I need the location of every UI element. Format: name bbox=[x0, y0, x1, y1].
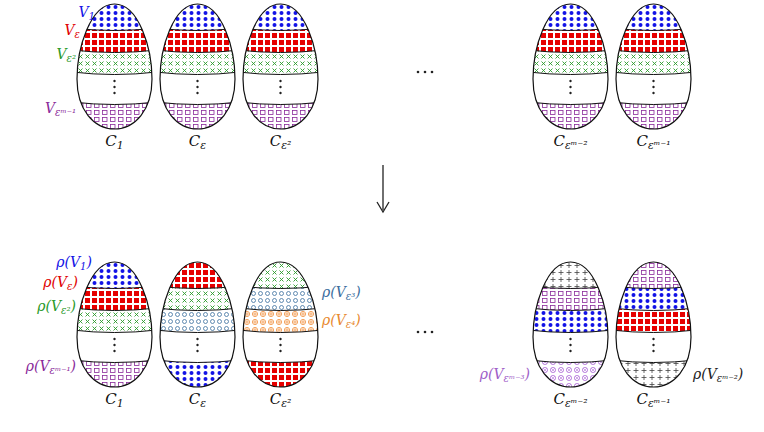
subset-label: ρ(Vε³) bbox=[322, 284, 361, 303]
egg-shape bbox=[160, 4, 235, 129]
egg-cell: Cεᵐ⁻² bbox=[533, 262, 608, 412]
cell-label: Cεᵐ⁻² bbox=[513, 132, 628, 152]
subset-label: ρ(Vεᵐ⁻¹) bbox=[26, 358, 76, 377]
map-arrow bbox=[377, 165, 389, 212]
egg-shape bbox=[243, 4, 318, 129]
egg-shape bbox=[533, 4, 608, 129]
subset-label: Vε² bbox=[56, 46, 76, 65]
egg-cell: Cεᵐ⁻² bbox=[533, 4, 608, 154]
egg-cell: Cεᵐ⁻¹ bbox=[616, 4, 691, 154]
cell-label: C1 bbox=[57, 132, 172, 152]
subset-label: ρ(Vε²) bbox=[37, 298, 76, 317]
subscript: 1 bbox=[89, 11, 95, 22]
subset-label: ρ(Vε) bbox=[43, 274, 78, 293]
cell-label: Cεᵐ⁻¹ bbox=[596, 390, 711, 410]
egg-cell: Cεᵐ⁻¹ bbox=[616, 262, 691, 412]
cell-label: Cε² bbox=[223, 132, 338, 152]
subset-label: Vε bbox=[64, 22, 80, 41]
subset-label: ρ(Vεᵐ⁻²) bbox=[693, 366, 743, 385]
subscript: εᵐ⁻² bbox=[565, 139, 587, 152]
subscript: ε bbox=[200, 139, 206, 152]
subscript: εᵐ⁻¹ bbox=[55, 107, 76, 118]
subscript: εᵐ⁻¹ bbox=[50, 365, 71, 376]
subscript: ε³ bbox=[346, 291, 355, 302]
egg-cell: C1 bbox=[77, 4, 152, 154]
egg-shape bbox=[533, 262, 608, 387]
egg-cell: Cε² bbox=[243, 4, 318, 154]
egg-shape bbox=[77, 4, 152, 129]
subset-label: ρ(Vεᵐ⁻³) bbox=[480, 366, 530, 385]
cell-label: Cε bbox=[140, 390, 255, 410]
subscript: ε bbox=[200, 397, 206, 410]
cell-label: Cε² bbox=[223, 390, 338, 410]
subscript: 1 bbox=[117, 397, 124, 410]
egg-cell: Cε bbox=[160, 4, 235, 154]
subscript: εᵐ⁻¹ bbox=[648, 397, 670, 410]
subset-label: Vεᵐ⁻¹ bbox=[45, 100, 76, 119]
egg-shape bbox=[616, 4, 691, 129]
egg-cell: C1 bbox=[77, 262, 152, 412]
subscript: ε² bbox=[281, 139, 291, 152]
subset-label: V1 bbox=[78, 4, 95, 23]
egg-shape bbox=[160, 262, 235, 387]
egg-cell: Cε² bbox=[243, 262, 318, 412]
ellipsis-dots bbox=[417, 71, 434, 334]
subscript: ε² bbox=[281, 397, 291, 410]
subscript: ε bbox=[67, 281, 72, 292]
subscript: εᵐ⁻³ bbox=[504, 373, 525, 384]
cell-label: Cεᵐ⁻¹ bbox=[596, 132, 711, 152]
subscript: 1 bbox=[117, 139, 124, 152]
egg-shape bbox=[616, 262, 691, 387]
subscript: ε⁴ bbox=[346, 319, 355, 330]
cell-label: C1 bbox=[57, 390, 172, 410]
subscript: ε bbox=[75, 29, 80, 40]
subscript: εᵐ⁻¹ bbox=[648, 139, 670, 152]
subscript: 1 bbox=[80, 261, 86, 272]
egg-shape bbox=[77, 262, 152, 387]
subscript: ε² bbox=[67, 53, 76, 64]
subset-label: ρ(Vε⁴) bbox=[322, 312, 361, 331]
cell-label: Cεᵐ⁻² bbox=[513, 390, 628, 410]
subscript: εᵐ⁻² bbox=[565, 397, 587, 410]
subscript: ε² bbox=[61, 305, 70, 316]
cell-label: Cε bbox=[140, 132, 255, 152]
subset-label: ρ(V1) bbox=[56, 254, 92, 273]
egg-cell: Cε bbox=[160, 262, 235, 412]
subscript: εᵐ⁻² bbox=[717, 373, 738, 384]
egg-shape bbox=[243, 262, 318, 387]
